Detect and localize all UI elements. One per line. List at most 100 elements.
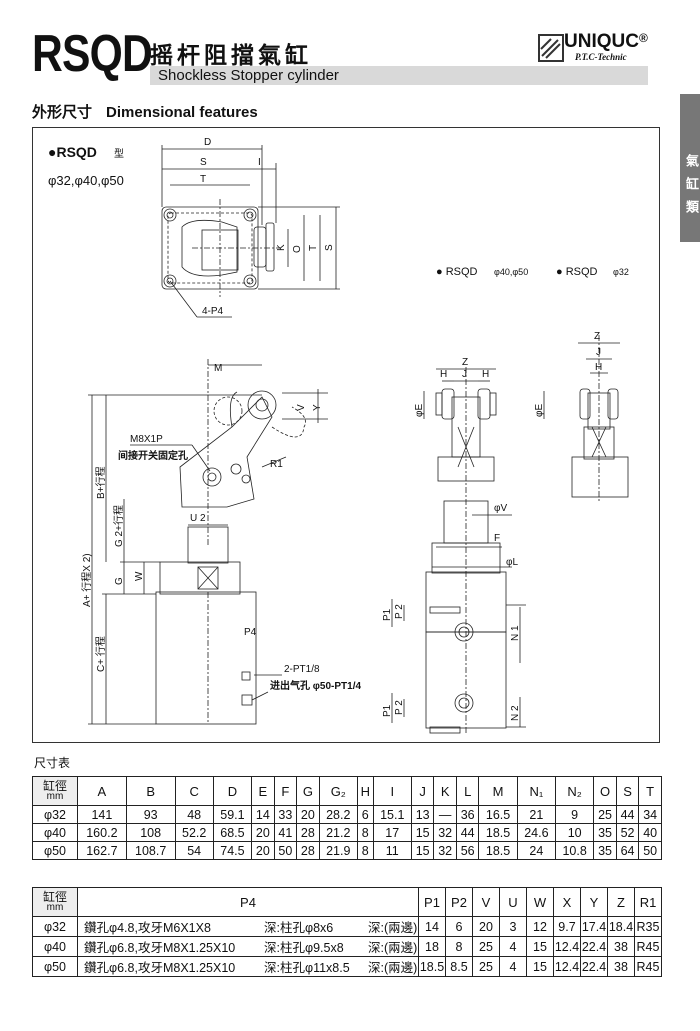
table-cell: 36	[455, 805, 480, 824]
table-cell: 56	[455, 841, 480, 860]
table-cell: 9.7	[553, 916, 581, 937]
table1-col-header: G	[296, 776, 320, 806]
table-cell: 14	[418, 916, 446, 937]
table-cell: 20	[251, 823, 275, 842]
side-category-tab: 氣缸類	[680, 94, 700, 242]
table-cell: 25	[472, 936, 500, 957]
table2-p4-header: P4	[77, 887, 419, 917]
table-cell: 34	[638, 805, 662, 824]
table-cell: 21.9	[318, 841, 358, 860]
p4-part: 深:(兩邊)	[368, 961, 418, 975]
table1-col-header: N₂	[554, 776, 595, 806]
drawing-model-suffix: 型	[114, 147, 124, 160]
dim-Z: Z	[462, 357, 468, 368]
logo-subtitle: P.T.C-Technic	[575, 52, 627, 62]
table-cell: 44	[615, 805, 640, 824]
bore-cell: φ32	[32, 805, 78, 824]
dim-P2: P 2	[394, 604, 405, 619]
dim-N2: N 2	[510, 705, 521, 721]
bore-cell: φ32	[32, 916, 78, 937]
p4-part: 深:柱孔φ8x6	[264, 921, 334, 935]
table1-col-header: C	[174, 776, 214, 806]
table2-col-header: P2	[445, 887, 473, 917]
table1-col-header: N₁	[516, 776, 557, 806]
dim-S: S	[200, 157, 207, 168]
dim-S-vert: S	[324, 244, 335, 251]
p4-part: 鑽孔φ4.8,攻牙M6X1X8	[84, 921, 211, 935]
table-cell: —	[433, 805, 457, 824]
title-english: Shockless Stopper cylinder	[158, 67, 339, 84]
table1-col-header: E	[251, 776, 275, 806]
table1-col-header: A	[77, 776, 127, 806]
table-cell: R45	[634, 936, 662, 957]
table-cell: 18	[418, 936, 446, 957]
table2-col-header: P1	[418, 887, 446, 917]
table2-col-header: V	[472, 887, 500, 917]
table-cell: 35	[593, 823, 617, 842]
table1-col-header: D	[212, 776, 253, 806]
table-cell: 12.4	[553, 936, 581, 957]
table-cell: 6	[445, 916, 473, 937]
logo-icon	[538, 34, 564, 62]
table2-col-header: W	[526, 887, 554, 917]
dim-K: K	[276, 244, 287, 251]
table-cell: 50	[638, 841, 662, 860]
table-cell: 54	[174, 841, 214, 860]
drawing-model-label: ●RSQD	[48, 144, 97, 160]
table-cell: 4	[499, 956, 527, 977]
table-cell: 17.4	[580, 916, 608, 937]
svg-text:Z: Z	[594, 331, 600, 342]
table2-col-header: U	[499, 887, 527, 917]
dim-V: V	[296, 404, 307, 411]
table1-col-header: M	[478, 776, 518, 806]
table-cell: 38	[607, 956, 635, 977]
table-cell: 32	[433, 823, 457, 842]
table-cell: 21.2	[318, 823, 358, 842]
dim-G2-stroke: G 2+行程	[112, 505, 125, 547]
dim-phiE: φE	[414, 404, 425, 417]
side-view-40-50: Z H J H φE φV F φL P1 P 2 P1 P 2 N 1 N 2	[382, 357, 526, 734]
table-cell: 15	[410, 823, 435, 842]
dim-4-P4: 4-P4	[202, 306, 224, 317]
dim-G: G	[114, 577, 125, 585]
dim-I: I	[258, 157, 261, 168]
table-cell: 18.5	[478, 841, 518, 860]
table-cell: 52.2	[174, 823, 214, 842]
table-cell: 17	[372, 823, 412, 842]
drawing-frame	[32, 127, 660, 743]
table-cell: 74.5	[212, 841, 253, 860]
dim-D: D	[204, 137, 211, 148]
dim-2-PT18: 2-PT1/8	[284, 664, 320, 675]
table-cell: 108	[125, 823, 176, 842]
table-cell: 68.5	[212, 823, 253, 842]
table-cell: 20	[472, 916, 500, 937]
note-air-inlet: 进出气孔 φ50-PT1/4	[270, 679, 362, 692]
table-cell: 8	[445, 936, 473, 957]
table2-col-header: Y	[580, 887, 608, 917]
table1-col-header: G₂	[318, 776, 358, 806]
dim-P1: P1	[382, 608, 393, 621]
table-cell: 12	[526, 916, 554, 937]
table-cell: 12.4	[553, 956, 581, 977]
bore-cell: φ50	[32, 956, 78, 977]
table1-col-header: L	[455, 776, 480, 806]
table-cell: 13	[410, 805, 435, 824]
bore-cell: φ50	[32, 841, 78, 860]
svg-text:H: H	[595, 362, 602, 373]
table1-col-header: F	[273, 776, 298, 806]
table-cell: 15	[410, 841, 435, 860]
table-cell: 18.5	[478, 823, 518, 842]
table1-col-header: I	[372, 776, 412, 806]
dim-phiV: φV	[494, 503, 507, 514]
dim-P4: P4	[244, 627, 257, 638]
table-cell: 6	[356, 805, 374, 824]
logo-text: UNIQUC®	[564, 31, 648, 52]
